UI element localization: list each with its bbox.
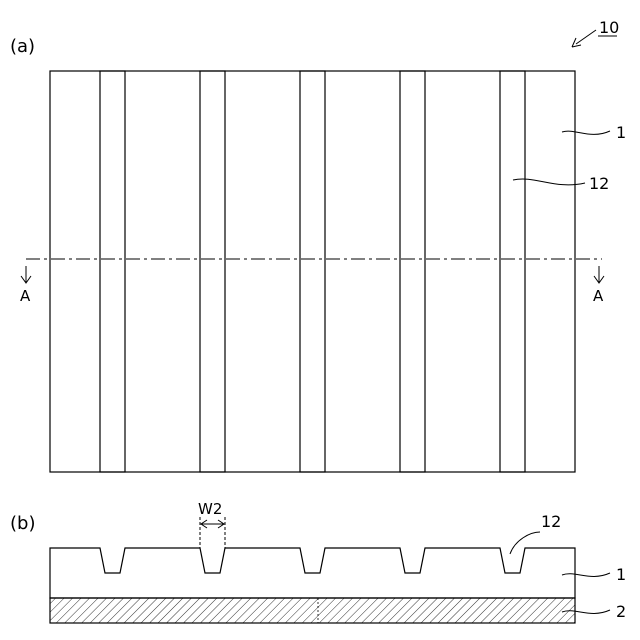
figure-number-group: 10 [572,18,619,47]
base-layer [50,598,575,623]
ref-groove-a: 12 [589,174,609,193]
groove-stripe-1 [100,71,125,472]
figure-number-arrowhead [572,38,581,47]
panel-a-label: (a) [10,36,35,57]
section-marker-left: A [20,287,31,305]
ref-substrate-a: 1 [616,123,626,142]
figure-number-arrow [576,30,596,44]
ref-substrate-b: 1 [616,565,626,584]
ref-groove-b: 12 [541,512,561,531]
section-arrow-right [594,266,604,283]
substrate-cross-section [50,548,575,598]
panel-a: (a) A A 1 12 [10,36,626,472]
w2-label: W2 [198,500,222,518]
figure-number: 10 [599,18,619,37]
groove-stripe-3 [300,71,325,472]
substrate-top-view [50,71,575,472]
ref-base: 2 [616,602,626,621]
leader-line-substrate-a [562,131,610,134]
groove-stripe-4 [400,71,425,472]
groove-stripe-5 [500,71,525,472]
section-marker-right: A [593,287,604,305]
panel-b-label: (b) [10,513,35,534]
groove-stripe-2 [200,71,225,472]
panel-b: (b) W2 12 1 2 [10,500,626,623]
section-arrow-left [21,266,31,283]
leader-line-substrate-b [562,573,610,576]
leader-line-groove-a [513,179,585,185]
